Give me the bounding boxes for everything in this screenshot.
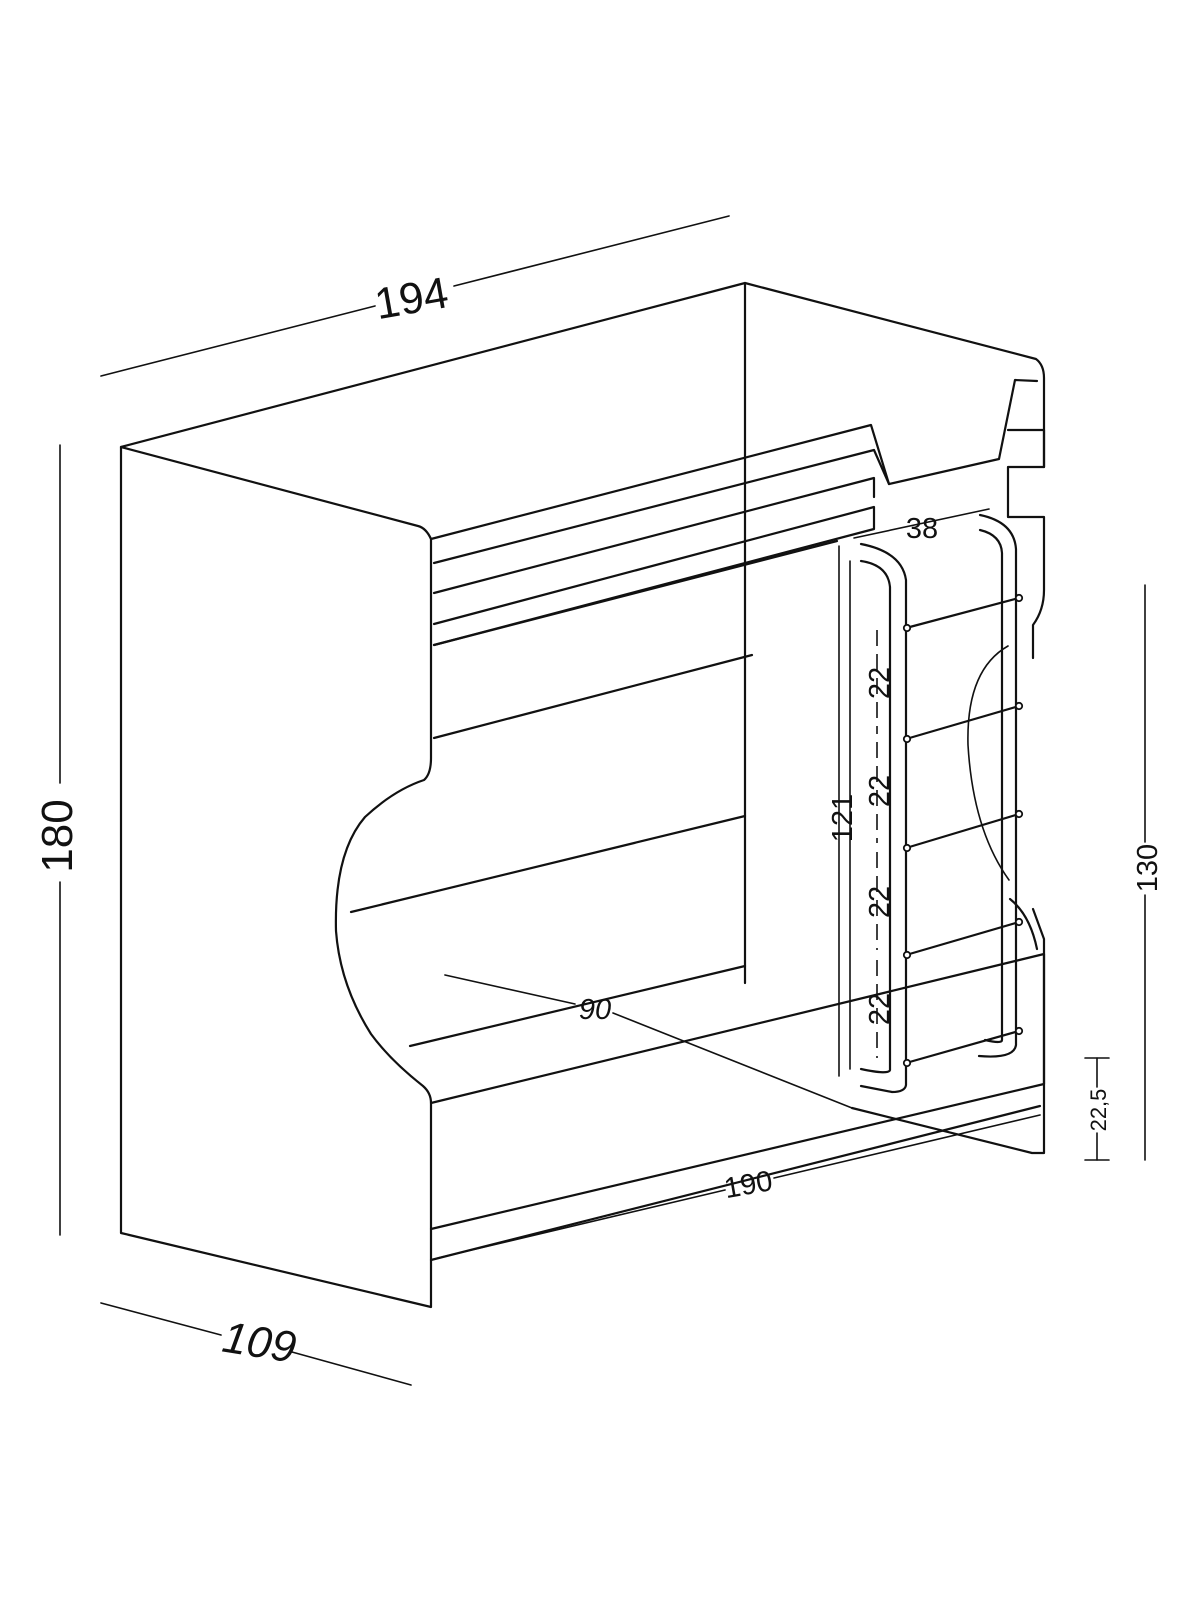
dimension-line-90-left — [444, 974, 576, 1005]
dimension-label-22-1: 22 — [864, 667, 896, 699]
mid-side-rail — [349, 814, 747, 914]
dimension-line-109-left — [100, 1302, 222, 1336]
top-mattress-edge — [432, 539, 839, 647]
bed-outline — [119, 281, 1046, 1309]
left-end-panel — [119, 445, 433, 1309]
ladder — [838, 513, 1024, 1094]
dimension-label-38: 38 — [906, 513, 938, 545]
dimension-lines — [59, 215, 1146, 1386]
dimension-label-109: 109 — [219, 1313, 299, 1373]
rung-1 — [904, 596, 1021, 630]
top-front-rail-2 — [432, 476, 876, 595]
dimension-label-22-2: 22 — [864, 775, 896, 807]
dimension-label-190: 190 — [722, 1165, 775, 1205]
ladder-right-rail — [977, 513, 1018, 1058]
dimension-line-194-left — [100, 305, 376, 377]
right-curved-support — [1008, 897, 1039, 951]
upper-bed-base — [432, 653, 754, 740]
right-bottom-panel — [850, 907, 1046, 1155]
dimension-label-194: 194 — [371, 268, 452, 329]
dimension-line-190-left — [437, 1189, 726, 1259]
rung-5-cap-right — [1014, 1026, 1024, 1036]
ladder-left-rail — [859, 542, 908, 1094]
lower-left-base — [429, 1104, 1042, 1262]
dimension-label-90: 90 — [579, 994, 611, 1026]
dimension-line-90-right — [612, 1012, 853, 1109]
dimension-label-22-4: 22 — [864, 993, 896, 1025]
rung-4-cap-left — [902, 950, 912, 960]
dimension-label-180: 180 — [33, 799, 82, 872]
dimension-label-130: 130 — [1132, 844, 1164, 892]
dimension-label-22-5: 22,5 — [1086, 1089, 1111, 1132]
top-front-rail-3 — [432, 505, 876, 647]
rear-top-frame — [119, 281, 1046, 469]
rung-4 — [904, 920, 1021, 957]
rung-2-cap-right — [1014, 701, 1024, 711]
rung-3-cap-left — [902, 843, 912, 853]
rung-3 — [904, 812, 1021, 850]
dimension-label-22-3: 22 — [864, 886, 896, 918]
dimension-label-121: 121 — [827, 794, 859, 842]
ladder-rungs — [902, 593, 1024, 1068]
dimension-line-194-right — [453, 215, 730, 287]
top-left-guard — [429, 378, 1039, 541]
ladder-curve-shadow — [967, 645, 1010, 881]
rung-1-cap-left — [902, 623, 912, 633]
rung-5-cap-left — [902, 1058, 912, 1068]
dimension-line-109-right — [291, 1351, 412, 1386]
lower-bed-inner — [408, 964, 747, 1048]
dimension-line-38 — [853, 508, 990, 539]
dimension-line-190-right — [773, 1114, 1041, 1179]
rung-2 — [904, 704, 1021, 741]
rung-1-cap-right — [1014, 593, 1024, 603]
ladder-left-rail-inner — [859, 559, 892, 1074]
rung-3-cap-right — [1014, 809, 1024, 819]
rung-4-cap-right — [1014, 917, 1024, 927]
rung-5 — [904, 1029, 1021, 1065]
top-front-rail-1 — [432, 448, 891, 565]
ladder-right-rail-inner — [978, 528, 1004, 1044]
rung-2-cap-left — [902, 734, 912, 744]
right-rear-panel — [1006, 428, 1046, 660]
